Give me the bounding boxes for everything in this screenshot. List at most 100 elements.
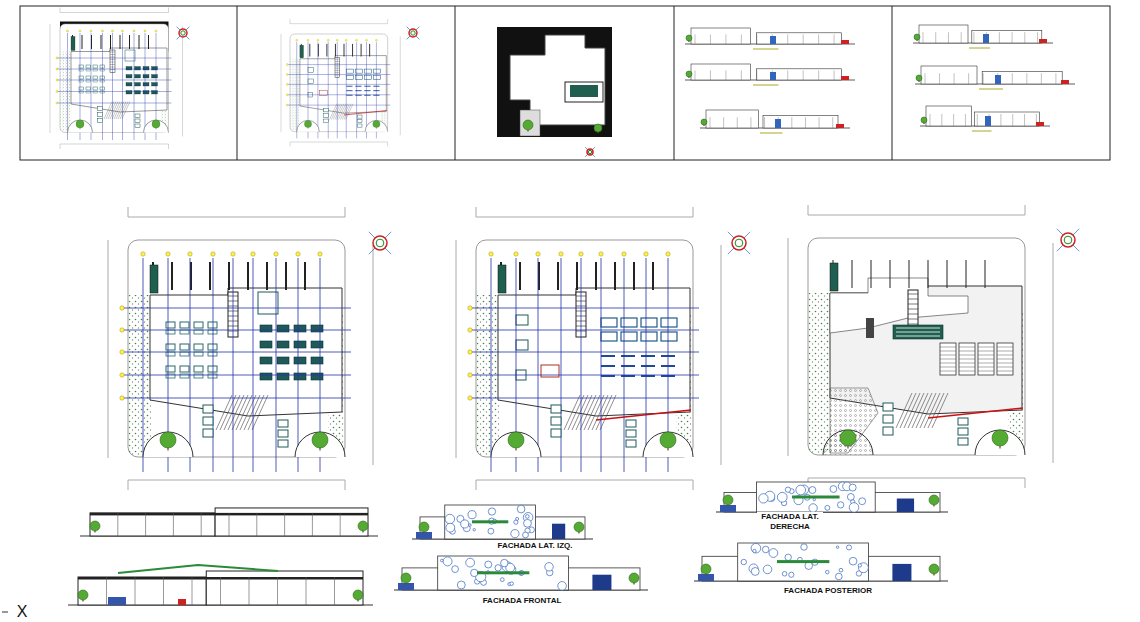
floor-plan-part [959,351,975,352]
floor-plan-part [100,65,105,68]
floor-plan-part [601,355,615,357]
floor-plan-part [128,240,345,457]
floor-plan-part [904,393,920,428]
tree-symbol [160,432,176,450]
floor-plan-part [266,262,268,290]
floor-plan-part [601,318,617,327]
tree-symbol [840,430,856,448]
floor-plan-part [135,91,141,95]
floor-plan-part [959,359,975,360]
floor-plan-part [330,104,337,120]
floor-plan-part [60,8,169,13]
floor-plan-part [599,252,603,256]
floor-plan-part [643,432,693,457]
floor-plan-part [122,398,351,399]
floor-plan-part [346,90,352,92]
floor-plan-part [79,30,81,32]
floor-plan-part [224,395,240,430]
floor-plan-part [641,365,655,367]
floor-plan-part [274,252,278,256]
floor-plan-part [56,79,58,81]
site-plan [456,207,721,490]
floor-plan-part [344,111,387,116]
elevation-drawing-part [809,487,816,494]
floor-plan-part [335,104,342,120]
floor-plan-part [355,69,362,73]
floor-plan-part [346,85,352,87]
thumbnail-elevation-part [756,33,841,44]
tree-symbol-part [840,430,856,446]
tree-symbol-part [929,564,939,574]
tree-symbol-part [686,35,692,41]
floor-plan-part [470,375,699,376]
floor-plan-part [120,373,124,377]
thumbnail-elevation-part [741,70,742,80]
floor-plan-part [633,262,635,290]
tree-symbol [701,119,707,126]
floor-plan-part [135,119,140,123]
floor-plan-part [978,351,994,352]
floor-plan-part [342,104,349,120]
elevation-drawing-part [511,530,519,538]
elevation-drawing-part [826,570,830,574]
floor-plan-part [260,373,272,380]
thumbnail-elevation-part [1024,32,1025,43]
floor-plan-part [126,75,132,79]
floor-plan-part [900,393,916,428]
floor-plan-part [116,102,124,120]
elevation-drawing-part [466,558,475,567]
north-arrow-part [411,31,415,35]
floor-plan-part [180,344,189,350]
thumbnail-elevation [915,66,1075,89]
floor-plan-part [56,68,58,70]
floor-plan-part [311,325,323,332]
floor-plan-part [470,398,699,399]
floor-plan-part [940,347,956,348]
floor-plan-part [621,365,635,367]
floor-plan-part [67,33,68,140]
floor-plan-part [171,262,173,290]
floor-plan-part [135,75,141,79]
elevation-drawing-part [741,559,746,564]
floor-plan-part [286,104,288,106]
floor-plan-part [375,39,377,41]
floor-plan-part [277,357,289,364]
section-drawing-part [229,513,230,536]
floor-plan-part [324,119,329,123]
floor-plan-part [579,252,583,256]
floor-plan-part [253,258,254,472]
floor-plan-part [143,258,144,472]
floor-plan [456,207,721,490]
floor-plan-part [978,355,994,356]
floor-plan-part [959,343,975,375]
tree-symbol-part [929,495,939,505]
thumbnail-elevation-part [1026,73,1027,84]
floor-plan-part [120,350,124,354]
thumbnail-elevation-part [935,32,936,43]
section-drawing-part [312,513,313,536]
section-drawing-part [106,577,107,605]
floor-plan-part [287,84,390,85]
floor-plan-part [561,258,562,472]
elevation-drawing-part [452,566,459,573]
elevation-drawing-part [801,544,807,550]
floor-plan [788,205,1053,488]
section-drawing-part [117,513,118,536]
floor-plan-part [126,83,132,87]
floor-plan-part [248,395,264,430]
thumbnail-elevation-part [753,49,779,50]
floor-plan-part [344,104,351,120]
north-arrow [407,27,420,40]
tree-symbol-part [523,120,533,130]
tree-symbol [921,117,927,124]
thumbnail-elevation-part [787,70,788,80]
floor-plan-part [959,371,975,372]
floor-plan-part [912,393,928,428]
floor-plan-part [883,415,893,423]
thumbnail-elevation-part [725,34,726,44]
floor-plan-part [100,87,105,90]
elevation-drawing-part [468,511,476,519]
floor-plan-part [344,44,345,57]
thumbnail-elevation-part [941,114,942,126]
floor-plan-part [456,240,457,458]
